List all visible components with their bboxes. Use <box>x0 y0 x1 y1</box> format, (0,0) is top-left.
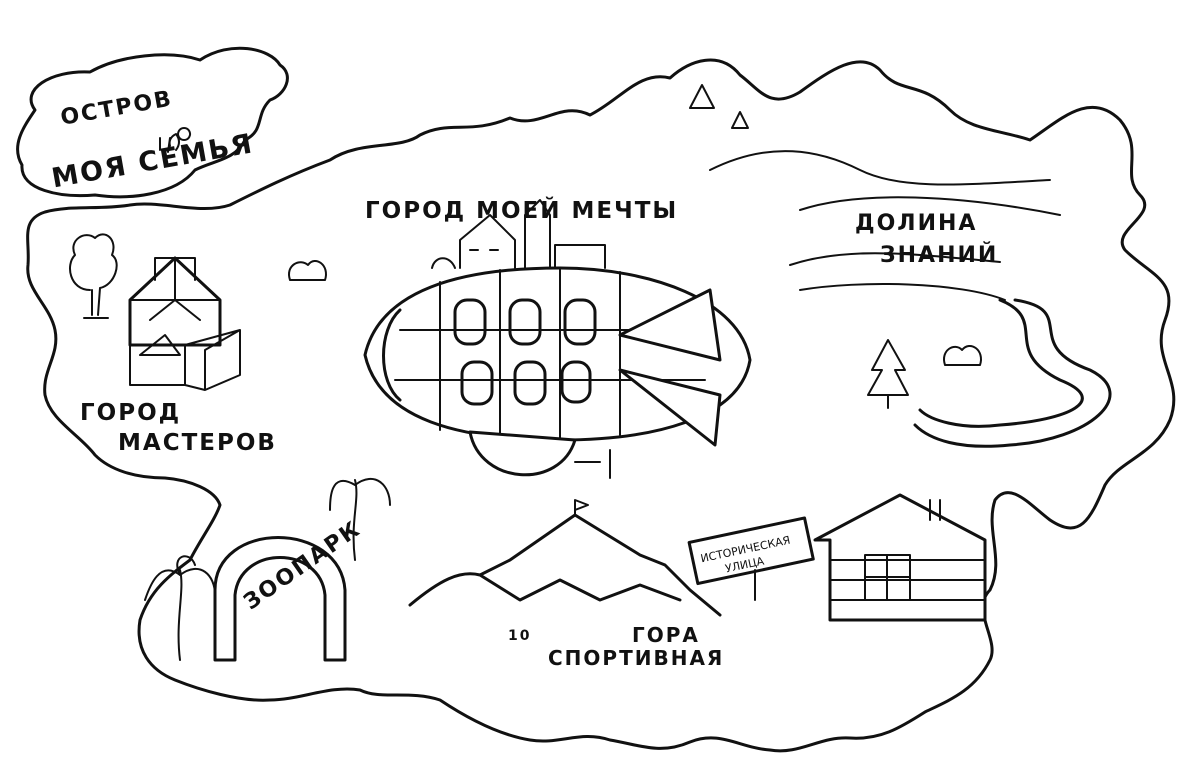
log-house-details <box>829 499 986 601</box>
dream-city-airship: ГОРОД МОЕЙ МЕЧТЫ <box>288 196 752 479</box>
mainland-outline <box>26 58 1176 753</box>
mountain-label-top: ГОРА <box>632 623 700 647</box>
zoo: ЗООПАРК <box>144 478 391 662</box>
peak-flag-icon <box>574 499 589 516</box>
log-house <box>813 493 987 622</box>
bush-icon-valley <box>943 345 982 366</box>
rooftop-buildings <box>431 199 606 269</box>
mountain-small-label: 10 <box>508 628 531 644</box>
pine-tree-icon-small <box>689 84 749 129</box>
dream-city-label: ГОРОД МОЕЙ МЕЧТЫ <box>365 196 678 224</box>
house-front <box>128 256 222 347</box>
flower-icon <box>159 127 192 153</box>
zoo-label: ЗООПАРК <box>239 516 365 615</box>
airship-gondola <box>468 430 577 477</box>
masters-label-top: ГОРОД <box>80 400 181 426</box>
airship-grid <box>394 267 706 441</box>
river <box>913 298 1112 448</box>
propeller-icon <box>574 449 611 479</box>
palm-tree-icon <box>144 478 391 661</box>
valley-of-knowledge: ДОЛИНА ЗНАНИЙ <box>689 84 1112 448</box>
island-outline <box>16 46 289 199</box>
bush-icon <box>288 260 327 281</box>
masters-city: ГОРОД МАСТЕРОВ <box>69 233 277 456</box>
hills <box>709 150 1061 301</box>
airship-nose <box>382 308 402 402</box>
mountain-label-bottom: СПОРТИВНАЯ <box>548 646 724 670</box>
island-label-top: ОСТРОВ <box>59 86 175 130</box>
zoo-arch <box>213 536 347 662</box>
pine-tree-icon <box>867 339 909 409</box>
historical-street: ИСТОРИЧЕСКАЯ УЛИЦА <box>687 493 987 622</box>
island-my-family: ОСТРОВ МОЯ СЕМЬЯ <box>16 46 289 199</box>
mountain-range <box>408 513 722 617</box>
airship-tail-bottom <box>618 368 722 447</box>
airship-windows <box>453 298 597 406</box>
valley-label-bottom: ЗНАНИЙ <box>880 242 998 268</box>
valley-label-top: ДОЛИНА <box>855 211 977 236</box>
house-details <box>129 257 241 391</box>
masters-label-bottom: МАСТЕРОВ <box>118 430 277 456</box>
island-label-bottom: МОЯ СЕМЬЯ <box>49 128 256 194</box>
tree-icon <box>69 233 118 319</box>
sports-mountain: 10 ГОРА СПОРТИВНАЯ <box>408 499 724 670</box>
airship-tail-top <box>618 288 722 362</box>
